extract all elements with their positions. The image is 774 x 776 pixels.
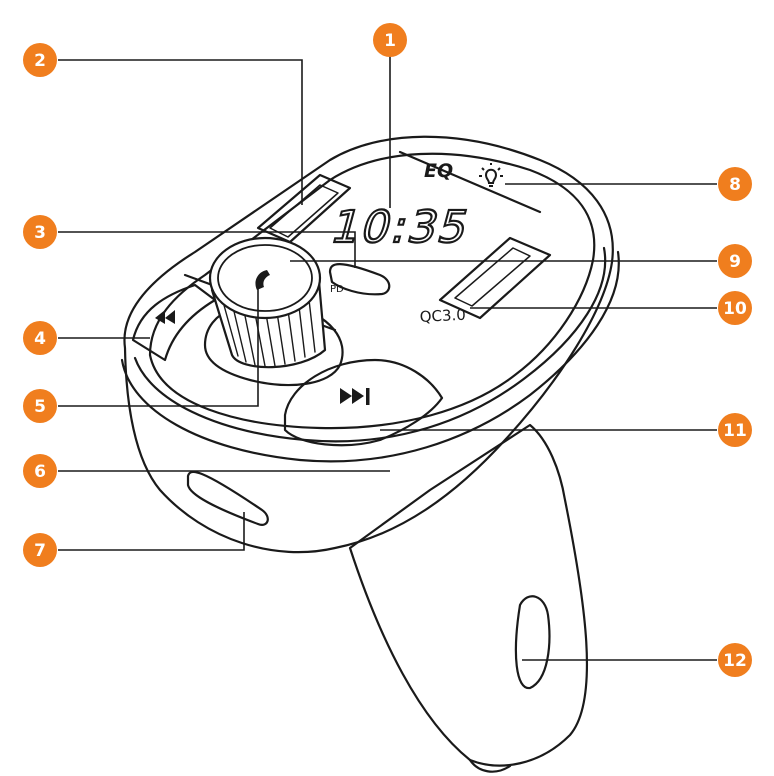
eq-divider	[398, 150, 542, 214]
prev-button-area	[131, 283, 217, 362]
side-contact	[514, 595, 551, 690]
pd-label: PD	[330, 284, 344, 295]
callout-4-label: 4	[34, 329, 46, 349]
phone-icon	[255, 270, 270, 290]
callout-10-label: 10	[723, 299, 747, 319]
top-rim	[120, 250, 620, 463]
plug-shaft	[348, 423, 588, 767]
callout-7: 7	[23, 533, 57, 567]
display-time: 10:35	[326, 201, 477, 253]
callout-8: 8	[718, 167, 752, 201]
callout-5: 5	[23, 389, 57, 423]
callout-3-label: 3	[34, 223, 46, 243]
next-button	[283, 358, 444, 447]
callout-9: 9	[718, 244, 752, 278]
callout-7-label: 7	[34, 541, 46, 561]
top-panel	[148, 152, 596, 430]
lightbulb-icon	[479, 163, 503, 187]
callout-11: 11	[718, 413, 752, 447]
callout-6-label: 6	[34, 462, 46, 482]
callout-4: 4	[23, 321, 57, 355]
bottom-usb-port	[186, 470, 269, 526]
plug-tip	[468, 758, 512, 773]
callout-8-label: 8	[729, 175, 741, 195]
callout-1-label: 1	[384, 31, 396, 51]
callout-11-label: 11	[723, 421, 747, 441]
next-track-icon	[340, 388, 370, 405]
callout-12: 12	[718, 643, 752, 677]
callout-2: 2	[23, 43, 57, 77]
eq-label: EQ	[424, 160, 453, 182]
type-c-port	[328, 263, 391, 296]
callout-2-label: 2	[34, 51, 46, 71]
callout-1: 1	[373, 23, 407, 57]
usb-port-top	[256, 173, 352, 244]
callout-12-label: 12	[723, 651, 747, 671]
qc-usb-port	[438, 236, 552, 320]
previous-track-icon	[155, 310, 175, 324]
top-rim-inner	[133, 246, 607, 443]
callout-6: 6	[23, 454, 57, 488]
qc-label: QC3.0	[419, 306, 466, 326]
callout-5-label: 5	[34, 397, 46, 417]
leader-lines	[58, 55, 717, 661]
charger-body	[123, 135, 614, 554]
led-display: 10:35	[325, 200, 478, 254]
callout-10: 10	[718, 291, 752, 325]
callout-9-label: 9	[729, 252, 741, 272]
callout-3: 3	[23, 215, 57, 249]
